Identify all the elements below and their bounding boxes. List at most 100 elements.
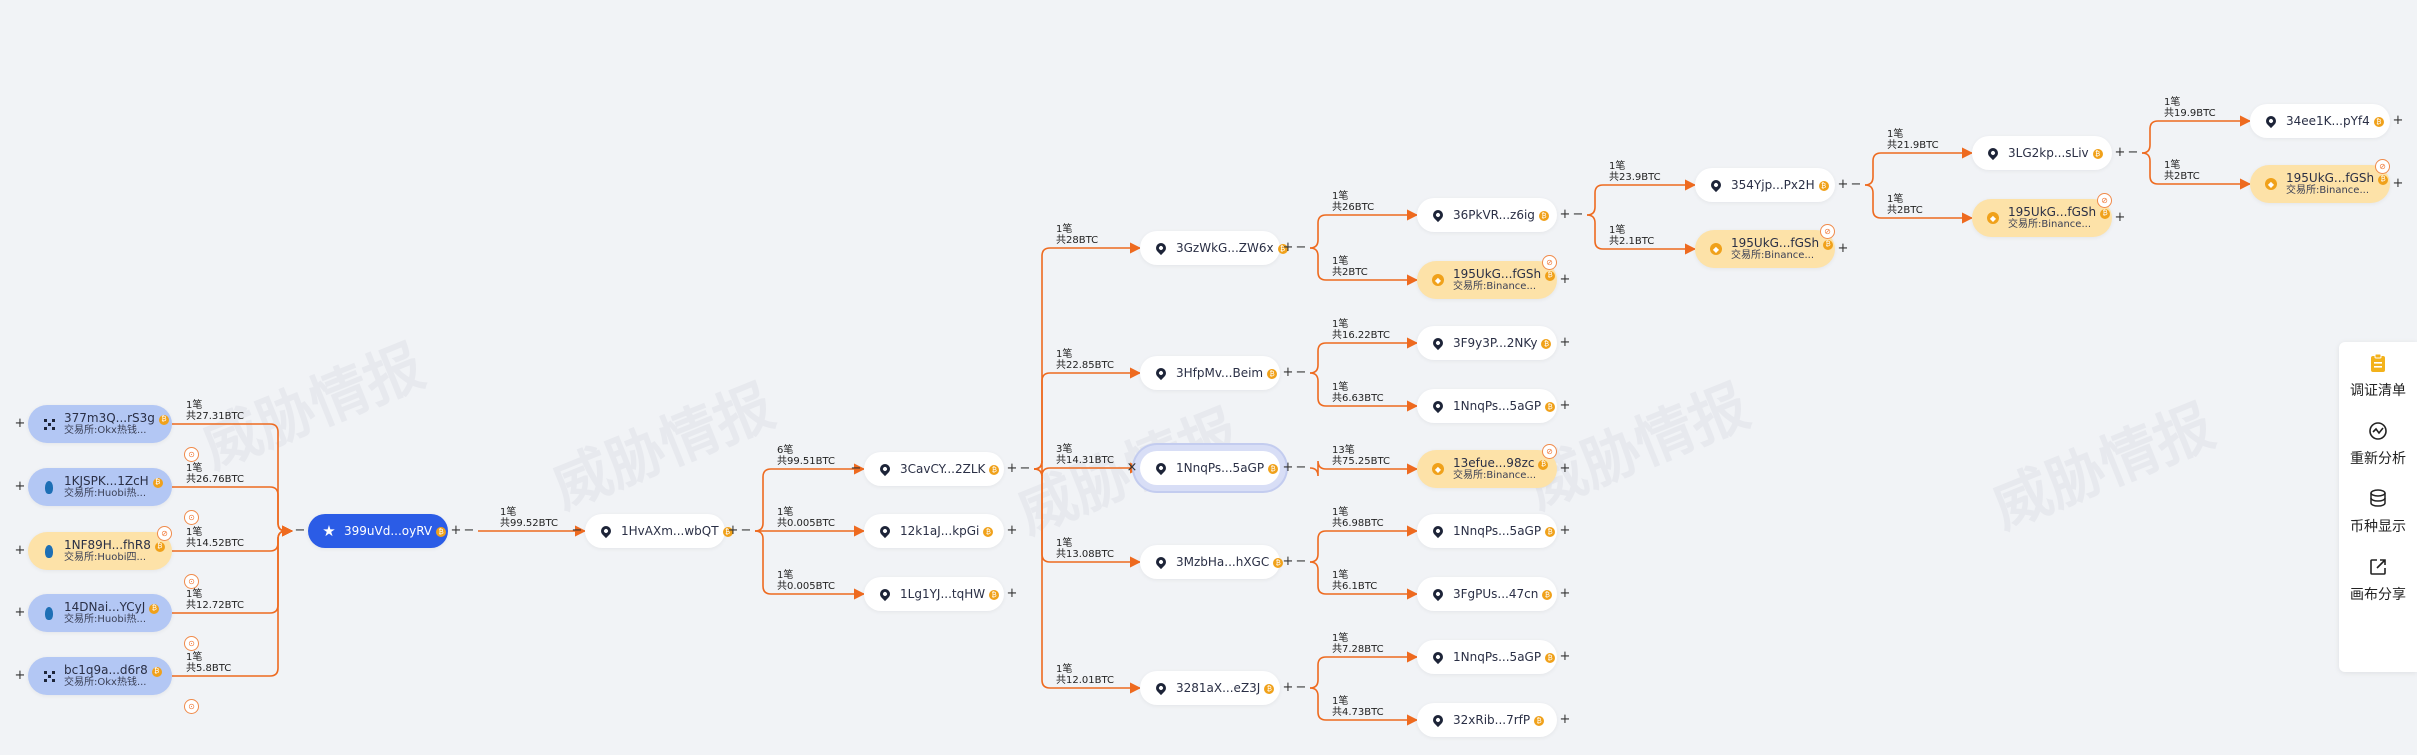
- address-node-k1[interactable]: 36PkVR...z6ig₿: [1417, 198, 1557, 232]
- edge-m2-k4[interactable]: [1309, 372, 1419, 412]
- expand-left-button[interactable]: +: [14, 605, 26, 620]
- edge-k1-j2[interactable]: [1586, 214, 1697, 255]
- edge-m1-k1[interactable]: [1309, 209, 1419, 249]
- collapse-button[interactable]: −: [463, 523, 475, 538]
- edge-n1-n2[interactable]: [754, 463, 866, 532]
- expand-right-button[interactable]: +: [1837, 177, 1849, 192]
- address-node-h1[interactable]: 3LG2kp...sLiv₿: [1972, 136, 2112, 170]
- expand-right-button[interactable]: +: [1559, 461, 1571, 476]
- edge-j1-h1[interactable]: [1864, 147, 1974, 186]
- evidence-list-button[interactable]: 调证清单: [2339, 342, 2417, 410]
- address-node-g2[interactable]: ◆195UkG...fGSh₿交易所:Binance...: [2250, 165, 2390, 203]
- edge-s5-root[interactable]: [172, 525, 294, 677]
- address-node-n2[interactable]: 3CavCY...2ZLK₿: [864, 452, 1004, 486]
- edge-n1-n4[interactable]: [754, 530, 866, 600]
- collapse-button[interactable]: −: [1572, 207, 1584, 222]
- edge-n2-m5[interactable]: [1033, 468, 1142, 694]
- expand-right-button[interactable]: +: [2392, 113, 2404, 128]
- collapse-button[interactable]: −: [1295, 240, 1307, 255]
- address-node-g1[interactable]: 34ee1K...pYf4₿: [2250, 104, 2390, 138]
- address-node-s5[interactable]: bc1q9a...d6r8₿交易所:Okx热钱...: [28, 657, 172, 695]
- address-node-s4[interactable]: 14DNai...YCyJ₿交易所:Huobi热...: [28, 594, 172, 632]
- address-node-k6[interactable]: 1NnqPs...5aGP₿: [1417, 514, 1557, 548]
- expand-right-button[interactable]: +: [1559, 272, 1571, 287]
- address-node-k3[interactable]: 3F9y3P...2NKy₿: [1417, 326, 1557, 360]
- node-exchange-label: 交易所:Huobi热...: [64, 487, 147, 499]
- expand-right-button[interactable]: +: [450, 523, 462, 538]
- collapse-left-button[interactable]: −: [571, 523, 583, 538]
- expand-right-button[interactable]: +: [1006, 586, 1018, 601]
- expand-right-button[interactable]: +: [727, 523, 739, 538]
- collapse-button[interactable]: −: [1295, 365, 1307, 380]
- expand-right-button[interactable]: +: [1282, 680, 1294, 695]
- currency-display-button[interactable]: 币种显示: [2339, 478, 2417, 546]
- expand-right-button[interactable]: +: [1559, 335, 1571, 350]
- address-node-k5[interactable]: ◆13efue...98zc₿交易所:Binance...: [1417, 450, 1557, 488]
- collapse-left-button[interactable]: −: [294, 523, 306, 538]
- address-node-m5[interactable]: 3281aX...eZ3J₿: [1140, 671, 1280, 705]
- expand-right-button[interactable]: +: [1282, 554, 1294, 569]
- address-node-m4[interactable]: 3MzbHa...hXGC₿: [1140, 545, 1284, 579]
- expand-right-button[interactable]: +: [2392, 176, 2404, 191]
- address-node-m3[interactable]: 1NnqPs...5aGP₿: [1140, 451, 1280, 485]
- collapse-button[interactable]: −: [1295, 554, 1307, 569]
- address-node-root[interactable]: ★399uVd...oyRV₿: [308, 514, 448, 548]
- edge-m5-k9[interactable]: [1309, 687, 1419, 726]
- expand-right-button[interactable]: +: [1559, 207, 1571, 222]
- address-node-j1[interactable]: 354Yjp...Px2H₿: [1695, 168, 1835, 202]
- edge-m2-k3[interactable]: [1309, 337, 1419, 374]
- collapse-button[interactable]: −: [1850, 177, 1862, 192]
- address-node-n3[interactable]: 12k1aJ...kpGi₿: [864, 514, 1004, 548]
- collapse-left-button[interactable]: −: [850, 461, 862, 476]
- expand-right-button[interactable]: +: [1282, 460, 1294, 475]
- address-node-n1[interactable]: 1HvAXm...wbQT₿: [585, 514, 733, 548]
- edge-m3-k5[interactable]: [1309, 460, 1419, 477]
- address-node-s2[interactable]: 1KJSPK...1ZcH₿交易所:Huobi热...: [28, 468, 172, 506]
- address-node-k9[interactable]: 32xRib...7rfP₿: [1417, 703, 1557, 737]
- address-node-n4[interactable]: 1Lg1YJ...tqHW₿: [864, 577, 1004, 611]
- address-node-k7[interactable]: 3FgPUs...47cn₿: [1417, 577, 1557, 611]
- expand-right-button[interactable]: +: [2114, 210, 2126, 225]
- address-node-j2[interactable]: ◆195UkG...fGSh₿交易所:Binance...: [1695, 230, 1835, 268]
- expand-right-button[interactable]: +: [1006, 461, 1018, 476]
- address-node-s1[interactable]: 377m3Q...rS3g₿交易所:Okx热钱...: [28, 405, 172, 443]
- expand-right-button[interactable]: +: [1006, 523, 1018, 538]
- collapse-button[interactable]: −: [1295, 680, 1307, 695]
- edge-k1-j1[interactable]: [1586, 179, 1697, 216]
- expand-left-button[interactable]: +: [14, 668, 26, 683]
- edge-j1-h2[interactable]: [1864, 184, 1974, 224]
- edge-m5-k8[interactable]: [1309, 651, 1419, 689]
- edge-m1-k2[interactable]: [1309, 247, 1419, 286]
- address-node-h2[interactable]: ◆195UkG...fGSh₿交易所:Binance...: [1972, 199, 2112, 237]
- expand-right-button[interactable]: +: [1837, 241, 1849, 256]
- address-node-k4[interactable]: 1NnqPs...5aGP₿: [1417, 389, 1557, 423]
- collapse-button[interactable]: −: [2127, 145, 2139, 160]
- expand-right-button[interactable]: +: [1282, 365, 1294, 380]
- expand-right-button[interactable]: +: [1559, 586, 1571, 601]
- address-node-k2[interactable]: ◆195UkG...fGSh₿交易所:Binance...: [1417, 261, 1557, 299]
- collapse-button[interactable]: −: [1019, 461, 1031, 476]
- remove-node-button[interactable]: ×: [1126, 460, 1138, 475]
- expand-right-button[interactable]: +: [1559, 523, 1571, 538]
- address-node-m2[interactable]: 3HfpMv...Beim₿: [1140, 356, 1280, 390]
- expand-right-button[interactable]: +: [1559, 398, 1571, 413]
- expand-left-button[interactable]: +: [14, 479, 26, 494]
- address-node-s3[interactable]: 1NF89H...fhR8₿交易所:Huobi四...: [28, 532, 172, 570]
- edge-h1-g2[interactable]: [2141, 152, 2252, 190]
- reanalyze-button[interactable]: 重新分析: [2339, 410, 2417, 478]
- edge-h1-g1[interactable]: [2141, 115, 2252, 154]
- expand-right-button[interactable]: +: [1282, 240, 1294, 255]
- collapse-button[interactable]: −: [1295, 460, 1307, 475]
- expand-left-button[interactable]: +: [14, 543, 26, 558]
- expand-right-button[interactable]: +: [1559, 649, 1571, 664]
- address-node-m1[interactable]: 3GzWkG...ZW6x₿: [1140, 231, 1288, 265]
- expand-right-button[interactable]: +: [1559, 712, 1571, 727]
- edge-m4-k7[interactable]: [1309, 561, 1419, 600]
- expand-left-button[interactable]: +: [14, 416, 26, 431]
- edge-m4-k6[interactable]: [1309, 525, 1419, 563]
- address-node-k8[interactable]: 1NnqPs...5aGP₿: [1417, 640, 1557, 674]
- expand-right-button[interactable]: +: [2114, 145, 2126, 160]
- canvas-share-button[interactable]: 画布分享: [2339, 546, 2417, 614]
- collapse-button[interactable]: −: [740, 523, 752, 538]
